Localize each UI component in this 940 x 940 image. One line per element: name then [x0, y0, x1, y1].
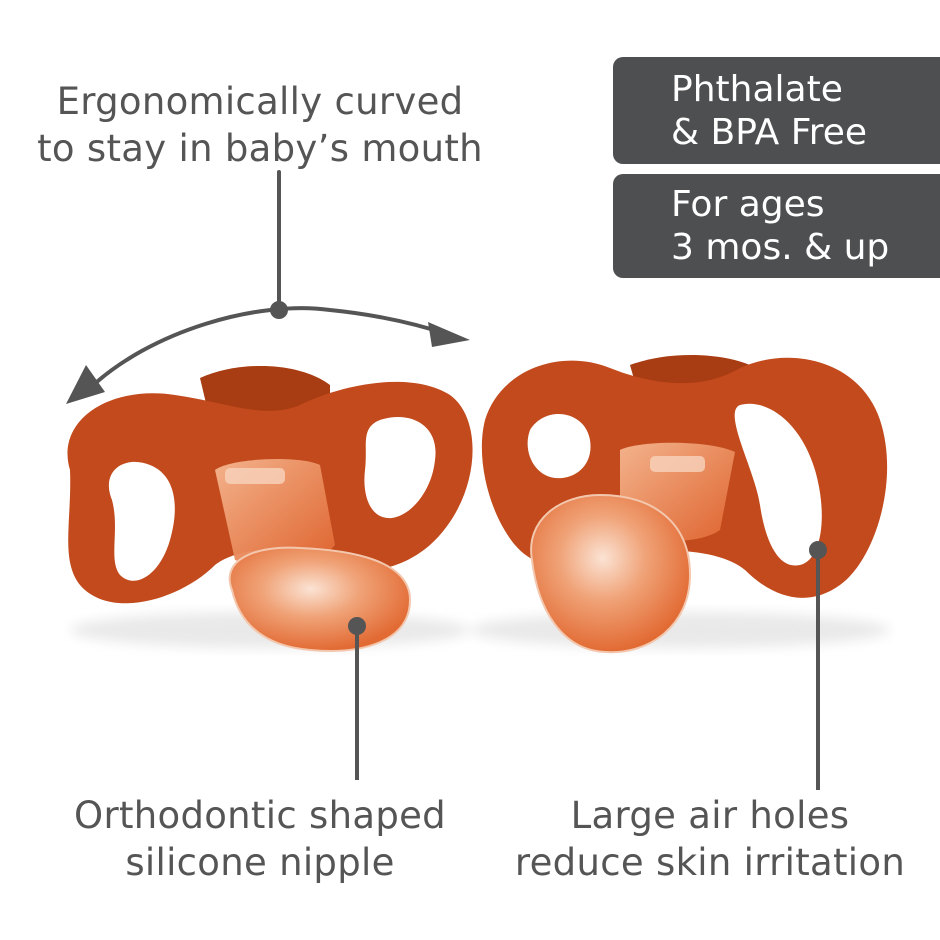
ergonomic-caption-line1: Ergonomically curved [56, 80, 464, 123]
nipple-caption-line2: silicone nipple [125, 841, 395, 884]
left-nipple-vent [225, 468, 285, 484]
nipple-callout-dot [348, 617, 366, 635]
right-nipple-vent [650, 456, 705, 472]
right-pacifier-shadow [470, 612, 890, 648]
bpa-free-badge: Phthalate & BPA Free [613, 57, 940, 164]
arrow-head-right-icon [428, 322, 470, 347]
ergonomic-caption: Ergonomically curved to stay in baby’s m… [20, 78, 500, 172]
age-badge: For ages 3 mos. & up [613, 174, 940, 278]
nipple-caption-line1: Orthodontic shaped [74, 794, 446, 837]
curve-callout-dot [270, 301, 288, 319]
age-badge-line2: 3 mos. & up [671, 227, 890, 268]
left-nipple-stem [215, 458, 335, 565]
nipple-caption: Orthodontic shaped silicone nipple [40, 792, 480, 886]
bpa-badge-line2: & BPA Free [671, 112, 868, 153]
ergonomic-caption-line2: to stay in baby’s mouth [37, 127, 483, 170]
age-badge-line1: For ages [671, 184, 825, 225]
right-pacifier [481, 354, 888, 654]
airhole-callout-dot [809, 541, 827, 559]
left-pacifier [67, 365, 473, 652]
arrow-head-left-icon [66, 365, 105, 404]
right-nipple-bulb [530, 493, 692, 654]
airhole-caption-line1: Large air holes [570, 794, 850, 837]
bpa-badge-line1: Phthalate [671, 69, 843, 110]
curve-callout [86, 170, 452, 392]
airhole-caption: Large air holes reduce skin irritation [500, 792, 920, 886]
curve-double-arrow [86, 306, 452, 392]
airhole-caption-line2: reduce skin irritation [514, 841, 906, 884]
